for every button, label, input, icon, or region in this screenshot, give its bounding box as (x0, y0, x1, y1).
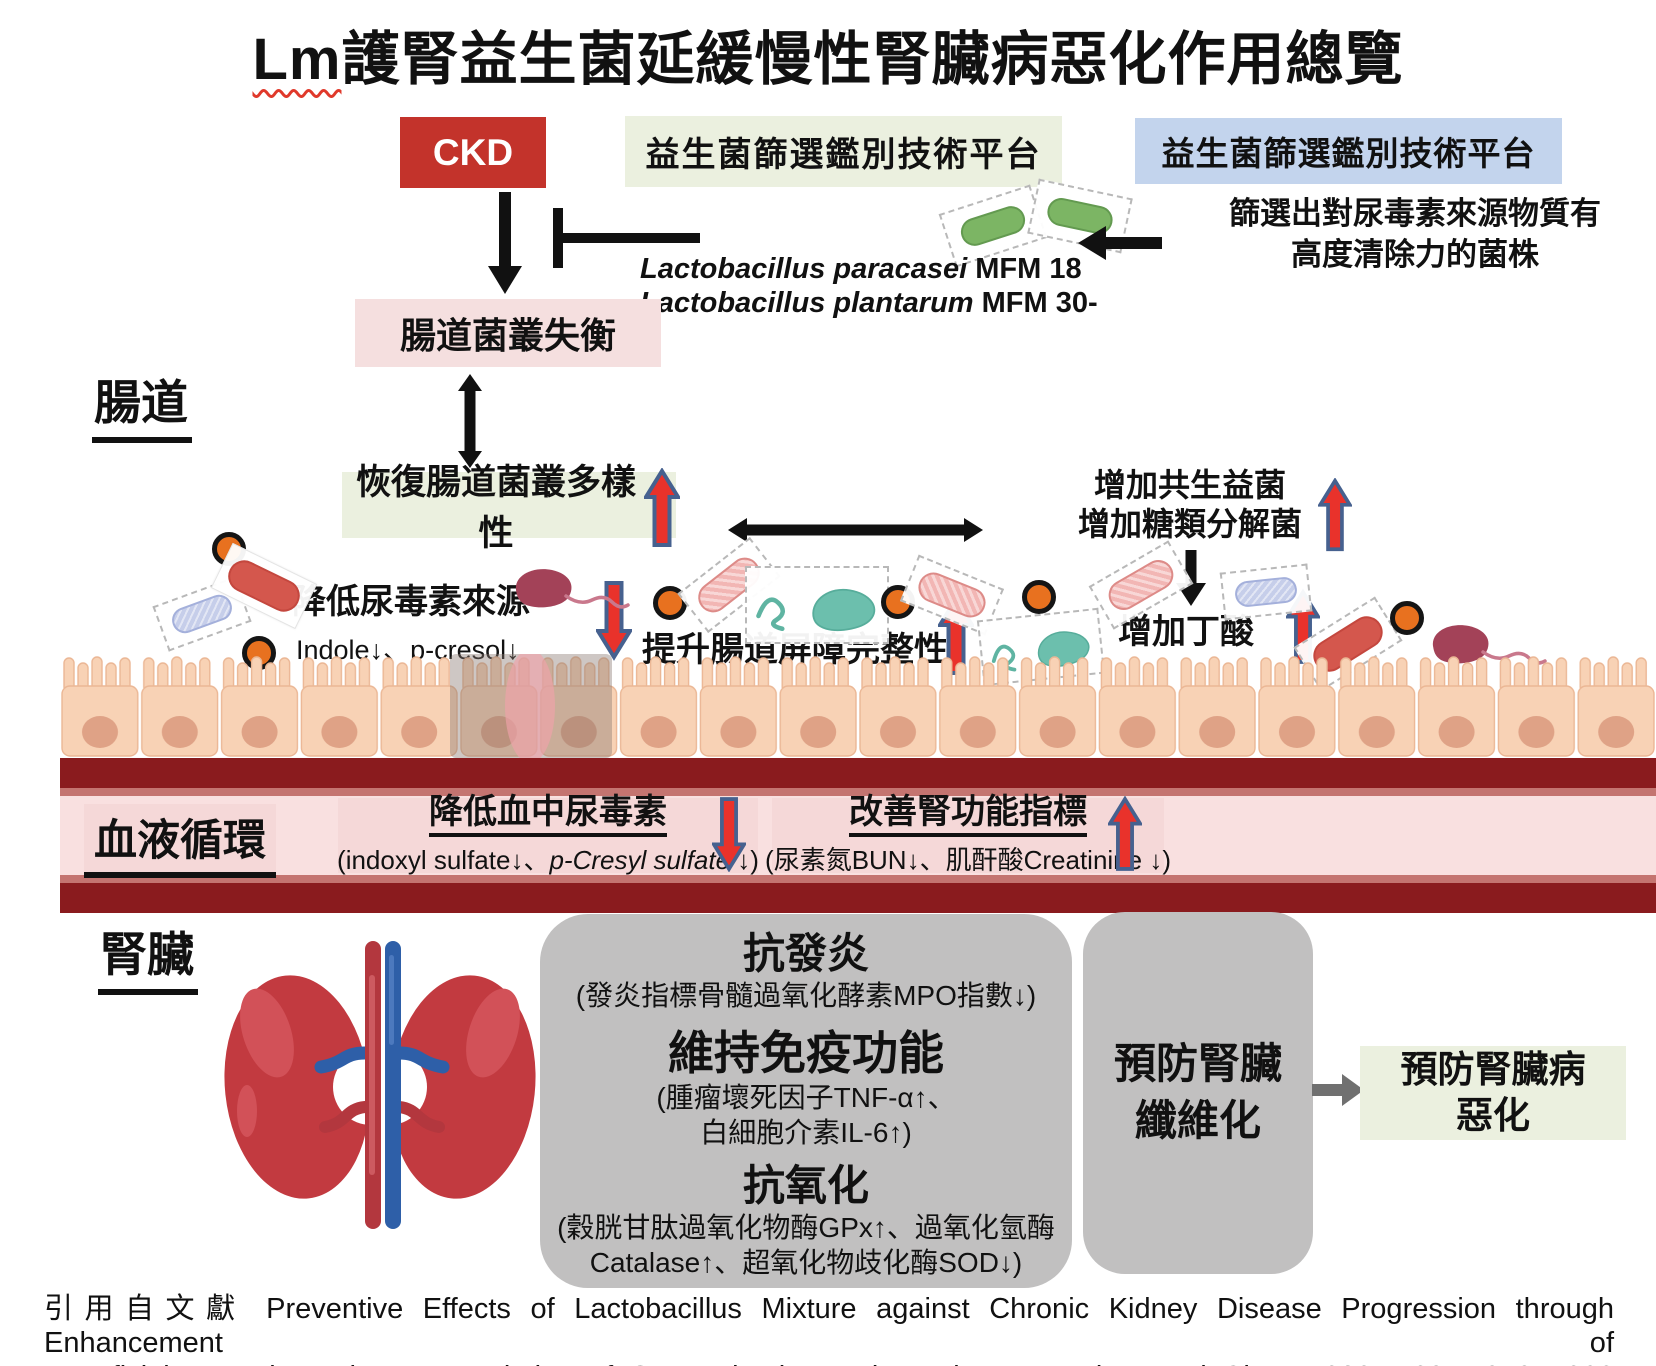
green-bacteria-rod-icon (957, 202, 1029, 250)
antioxidant-sub2: Catalase↑、超氧化物歧化酶SOD↓) (589, 1247, 1023, 1279)
anti-inflammation-heading: 抗發炎 (742, 930, 869, 977)
anti-inflammation-sub: (發炎指標骨髓過氧化酵素MPO指數↓) (575, 980, 1037, 1012)
kidney-effects-box: 抗發炎 (發炎指標骨髓過氧化酵素MPO指數↓) 維持免疫功能 (腫瘤壞死因子TN… (540, 914, 1072, 1288)
strain-1-code: MFM 18 (967, 253, 1082, 285)
increase-symbiotic-line2: 增加糖類分解菌 (1077, 506, 1302, 543)
intestinal-epithelium-illustration (60, 654, 1656, 758)
maroon-flagellate-bacteria-icon (515, 569, 630, 609)
reduce-uremic-source-label: 降低尿毒素來源 (292, 583, 530, 621)
bacteria-box (745, 566, 889, 644)
blood-vessel-band: 血液循環 降低血中尿毒素 (indoxyl sulfate↓、p-Cresyl … (60, 758, 1656, 913)
kidneys-illustration (224, 941, 536, 1229)
prevent-ckd-line2: 惡化 (1456, 1095, 1530, 1136)
vessel-wall-top (60, 758, 1656, 788)
vessel-lumen: 血液循環 降低血中尿毒素 (indoxyl sulfate↓、p-Cresyl … (60, 793, 1656, 878)
double-arrow-vertical (458, 374, 482, 468)
screening-description: 篩選出對尿毒素來源物質有 高度清除力的菌株 (1178, 194, 1652, 276)
reduce-blood-toxin-heading: 降低血中尿毒素 (429, 793, 667, 838)
strain-2: Lactobacillus plantarum MFM 30-3 (640, 286, 1100, 354)
prevent-fibrosis-line2: 纖維化 (1134, 1097, 1261, 1144)
strain-1: Lactobacillus paracasei MFM 18 (640, 252, 1100, 286)
prevent-fibrosis-line1: 預防腎臟 (1113, 1040, 1282, 1088)
down-arrow-icon (712, 797, 746, 872)
leaky-junction-icon (505, 654, 555, 758)
increase-symbiotic-text: 增加共生益菌 增加糖類分解菌 (1045, 466, 1335, 544)
screening-line2: 高度清除力的菌株 (1291, 236, 1539, 272)
improve-kidney-index-chip: 改善腎功能指標 (尿素氮BUN↓、肌酐酸Creatinine ↓) (765, 793, 1171, 875)
citation: 引用自文獻 Preventive Effects of Lactobacillu… (44, 1292, 1614, 1366)
up-arrow-icon (1108, 796, 1142, 871)
down-arrow-icon (596, 581, 632, 661)
antioxidant-sub1: (穀胱甘肽過氧化物酶GPx↑、過氧化氫酶 (557, 1212, 1055, 1244)
up-arrow-icon (1318, 478, 1352, 552)
blood-section-label: 血液循環 (84, 804, 276, 878)
reduce-blood-toxin-chip: 降低血中尿毒素 (indoxyl sulfate↓、p-Cresyl sulfa… (337, 793, 759, 875)
antioxidant-heading: 抗氧化 (742, 1162, 869, 1210)
blue-bacteria-rod-icon (1233, 575, 1299, 609)
immune-function-heading: 維持免疫功能 (668, 1027, 944, 1080)
improve-kidney-index-heading: 改善腎功能指標 (849, 793, 1087, 838)
prevent-fibrosis-text: 預防腎臟 纖維化 (1114, 1036, 1282, 1149)
vessel-wall-bottom (60, 883, 1656, 913)
sub-post: ↓) (730, 845, 759, 876)
improve-kidney-index-sub: (尿素氮BUN↓、肌酐酸Creatinine ↓) (765, 845, 1171, 876)
metabolite-dot-icon (1022, 580, 1056, 614)
kidney-section-label: 腎臟 (98, 916, 198, 995)
teal-flagellate-bacteria-icon (756, 588, 876, 632)
title-highlight: Lm (252, 27, 342, 92)
strain-1-species: Lactobacillus paracasei (640, 253, 968, 285)
citation-line1: 引用自文獻 Preventive Effects of Lactobacillu… (44, 1293, 1614, 1360)
prevent-ckd-box: 預防腎臟病 惡化 (1360, 1046, 1626, 1140)
screening-left-arrow (1078, 226, 1162, 260)
prevent-ckd-text: 預防腎臟病 惡化 (1401, 1047, 1586, 1140)
restore-diversity-box: 恢復腸道菌叢多樣性 (342, 463, 676, 553)
prevent-fibrosis-box: 預防腎臟 纖維化 (1083, 912, 1313, 1274)
double-arrow-horizontal (728, 518, 983, 542)
immune-function-sub2: 白細胞介素IL-6↑) (700, 1117, 912, 1149)
gut-section-label: 腸道 (92, 364, 192, 443)
strain-2-species: Lactobacillus plantarum (640, 287, 974, 320)
dysbiosis-box: 腸道菌叢失衡 (355, 299, 661, 367)
ckd-down-arrow (488, 192, 522, 294)
up-arrow-icon (644, 468, 680, 547)
pink-bacteria-rod-icon (913, 567, 991, 623)
metabolite-dot-icon (1390, 601, 1424, 635)
platform-box-green: 益生菌篩選鑑別技術平台 (625, 116, 1062, 187)
screening-line1: 篩選出對尿毒素來源物質有 (1229, 196, 1601, 231)
gray-right-arrow (1312, 1074, 1364, 1106)
citation-line2: Beneficial Bacteria and Downregulation o… (44, 1360, 1614, 1366)
inhibition-tbar-icon (553, 208, 700, 268)
vessel-stripe (60, 788, 1656, 796)
blue-bacteria-rod-icon (168, 591, 236, 637)
sub-italic: p-Cresyl sulfate (549, 845, 731, 876)
increase-symbiotic-line1: 增加共生益菌 (1093, 467, 1286, 503)
prevent-ckd-line1: 預防腎臟病 (1400, 1048, 1586, 1090)
page-title: Lm護腎益生菌延緩慢性腎臟病惡化作用總覽 (0, 12, 1656, 96)
vessel-stripe (60, 875, 1656, 883)
platform-box-blue: 益生菌篩選鑑別技術平台 (1135, 118, 1562, 184)
strain-names: Lactobacillus paracasei MFM 18 Lactobaci… (640, 252, 1100, 355)
title-rest: 護腎益生菌延緩慢性腎臟病惡化作用總覽 (341, 27, 1404, 92)
immune-function-sub1: (腫瘤壞死因子TNF-α↑、 (656, 1082, 956, 1114)
ckd-box: CKD (400, 117, 546, 188)
sub-pre: (indoxyl sulfate↓、 (337, 845, 550, 876)
bacteria-box (1219, 563, 1313, 621)
reduce-blood-toxin-sub: (indoxyl sulfate↓、p-Cresyl sulfate ↓) (337, 840, 759, 877)
